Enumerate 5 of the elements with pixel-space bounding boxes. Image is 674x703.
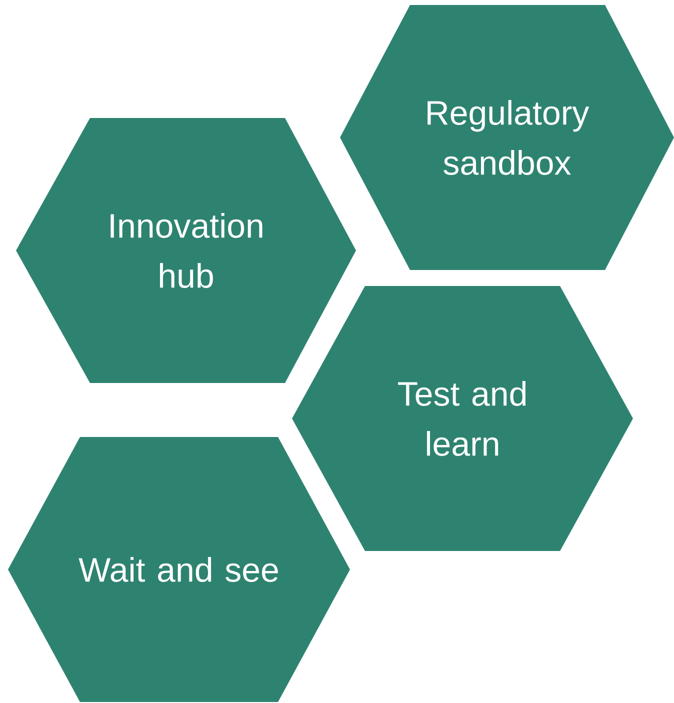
- node-label: Test and learn: [398, 381, 526, 456]
- hexagon: Wait and see: [8, 437, 350, 702]
- hexagon: Regulatory sandbox: [340, 5, 674, 270]
- hexagon: Innovation hub: [16, 118, 356, 383]
- hexagon: Test and learn: [292, 286, 633, 551]
